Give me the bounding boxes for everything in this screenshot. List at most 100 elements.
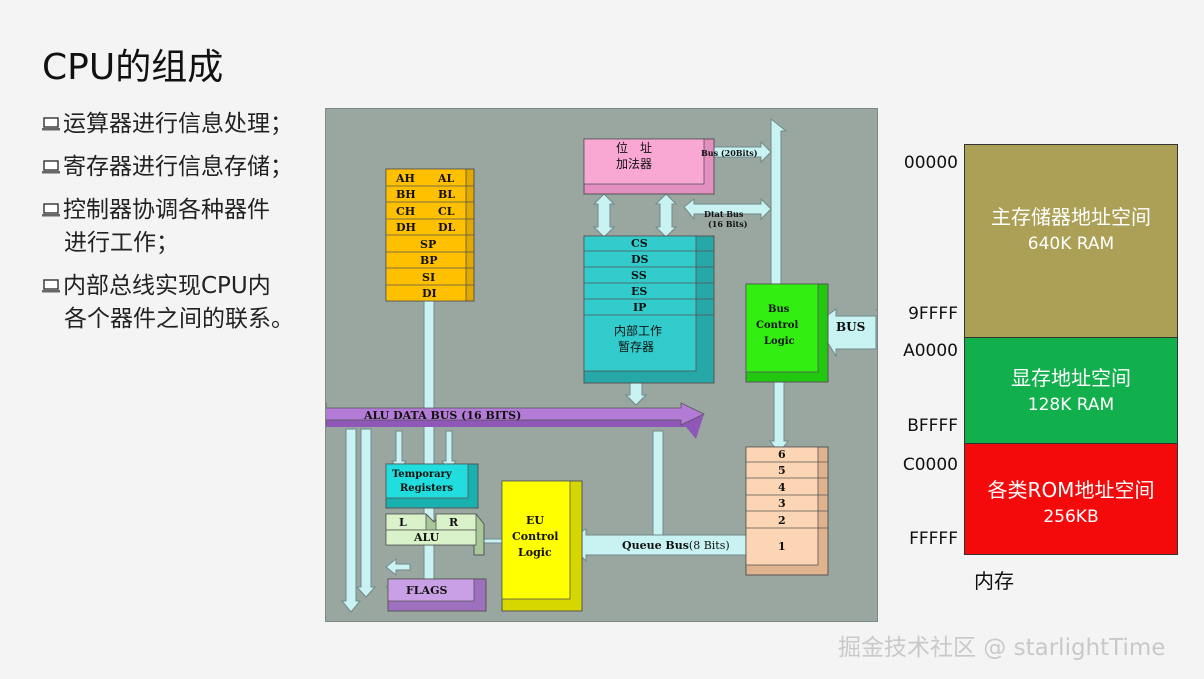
queue-5: 5 (778, 464, 786, 477)
bullet-text: 控制器协调各种器件 (63, 197, 270, 223)
reg-ah: AH (395, 172, 415, 185)
memory-caption: 内存 (974, 569, 1014, 593)
alu-data-bus (326, 402, 705, 439)
queue-4: 4 (778, 481, 786, 494)
mem-address-c0000: C0000 (902, 455, 958, 475)
bullet-text: 寄存器进行信息存储； (63, 154, 293, 180)
bullet-item: 内部总线实现CPU内 各个器件之间的联系。 (42, 270, 322, 336)
alu-flags-arrow (385, 557, 411, 577)
reg-es: ES (631, 285, 647, 298)
mem-address-a0000: A0000 (903, 341, 958, 361)
internal-reg-label-1: 内部工作 (614, 323, 662, 338)
queue-bus-label: Queue Bus(8 Bits) (622, 539, 730, 552)
reg-cl: CL (438, 205, 455, 218)
reg-ss: SS (631, 269, 647, 282)
flags-label: FLAGS (406, 584, 447, 597)
internal-reg-label-2: 暂存器 (618, 340, 654, 354)
bullet-text: 内部总线实现CPU内 (63, 273, 271, 299)
memory-segment-rom: 各类ROM地址空间 256KB (965, 444, 1177, 554)
reg-di: DI (422, 287, 437, 300)
alu-unit (385, 513, 485, 556)
cpu-architecture-diagram: AH AL BH BL CH CL DH DL SP BP SI DI 位 址 … (325, 108, 878, 622)
computer-icon (42, 160, 60, 174)
memory-segment-main: 主存储器地址空间 640K RAM (965, 145, 1177, 338)
diagram-canvas: AH AL BH BL CH CL DH DL SP BP SI DI 位 址 … (326, 117, 877, 613)
address-bus-up-arrow (770, 117, 788, 285)
bullet-text: 运算器进行信息处理； (63, 111, 293, 137)
reg-ip: IP (633, 301, 646, 314)
bus-external-arrow (815, 308, 877, 358)
eu-control-label-3: Logic (518, 546, 552, 559)
adder-seg-arrow (592, 193, 616, 238)
bullet-item: 运算器进行信息处理； (42, 108, 322, 141)
mem-address-00000: 00000 (903, 153, 958, 173)
queue-bus-label-a: Queue Bus (622, 539, 689, 552)
mem-address-fffff: FFFFF (909, 529, 958, 549)
reg-dl: DL (438, 221, 456, 234)
eu-control-label-1: EU (526, 514, 544, 527)
segment-name: 主存储器地址空间 (991, 205, 1151, 229)
left-down-arrow-2 (355, 428, 377, 598)
queue-1: 1 (778, 540, 786, 553)
reg-bl: BL (438, 188, 455, 201)
alu-l: L (399, 516, 407, 529)
bus-control-logic (745, 283, 829, 383)
bus-label: BUS (836, 320, 865, 334)
mem-address-bffff: BFFFF (907, 416, 958, 436)
alu-data-bus-label: ALU DATA BUS (16 BITS) (363, 409, 521, 422)
queue-bus-label-b: (8 Bits) (689, 539, 730, 552)
reg-bh: BH (396, 188, 416, 201)
slide-title: CPU的组成 (42, 47, 224, 88)
temp-reg-label-1: Temporary (392, 469, 453, 480)
reg-al: AL (437, 172, 455, 185)
segment-size: 256KB (1043, 507, 1099, 527)
address-adder (583, 138, 715, 195)
reg-sp: SP (420, 238, 436, 251)
left-down-arrow (340, 428, 362, 613)
segment-name: 各类ROM地址空间 (987, 478, 1155, 502)
computer-icon (42, 117, 60, 131)
reg-dh: DH (396, 221, 416, 234)
bullet-item: 控制器协调各种器件 进行工作； (42, 194, 322, 260)
reg-to-bus-arrow (419, 298, 439, 600)
reg-ds: DS (631, 253, 649, 266)
adder-label-2: 加法器 (616, 157, 652, 171)
temp-reg-label-2: Registers (400, 483, 453, 494)
segment-name: 显存地址空间 (1011, 366, 1131, 390)
segment-size: 128K RAM (1027, 395, 1115, 415)
mem-address-9ffff: 9FFFF (908, 304, 958, 324)
computer-icon (42, 279, 60, 293)
flags-register (387, 578, 487, 612)
segment-size: 640K RAM (1027, 234, 1115, 254)
segment-registers (583, 235, 715, 384)
watermark: 掘金技术社区 @ starlightTime (838, 635, 1166, 661)
address-bus-label: Bus (20Bits) (701, 148, 758, 158)
computer-icon (42, 203, 60, 217)
alu-label: ALU (413, 531, 440, 544)
bus-control-label-3: Logic (764, 336, 795, 347)
alu-r: R (449, 516, 459, 529)
bullet-text-cont: 各个器件之间的联系。 (64, 306, 294, 332)
bullet-text-cont: 进行工作； (64, 230, 179, 256)
memory-map: 主存储器地址空间 640K RAM 显存地址空间 128K RAM 各类ROM地… (964, 144, 1178, 555)
bus-control-label-2: Control (756, 320, 798, 331)
queue-up-arrow (652, 430, 664, 540)
data-bus-arrow (683, 197, 772, 221)
data-bus-label-2: (16 Bits) (708, 219, 748, 229)
bullet-item: 寄存器进行信息存储； (42, 151, 322, 184)
reg-ch: CH (396, 205, 415, 218)
bullet-list: 运算器进行信息处理； 寄存器进行信息存储； 控制器协调各种器件 进行工作； 内部… (42, 108, 322, 346)
reg-cs: CS (631, 237, 648, 250)
queue-6: 6 (778, 448, 786, 461)
adder-label-1: 位 址 (616, 140, 652, 155)
queue-2: 2 (778, 514, 786, 527)
reg-bp: BP (420, 254, 438, 267)
bus-control-label-1: Bus (768, 304, 790, 315)
adder-seg-arrow-2 (654, 193, 678, 238)
data-bus-label-1: Dtat Bus (704, 209, 744, 219)
temporary-registers (385, 463, 479, 509)
eu-control-label-2: Control (512, 530, 558, 543)
eu-control-logic (501, 480, 583, 612)
memory-segment-video: 显存地址空间 128K RAM (965, 338, 1177, 444)
